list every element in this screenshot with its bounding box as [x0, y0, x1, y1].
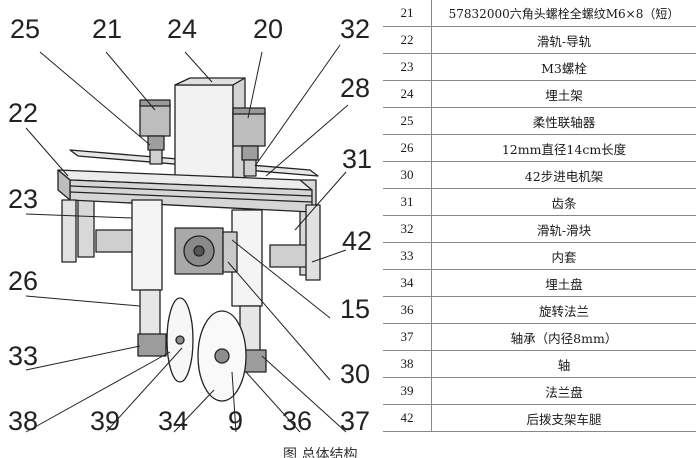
callout-39: 39 [90, 406, 120, 436]
part-number: 31 [383, 189, 432, 216]
center-stepper-motor [175, 228, 237, 274]
part-description: 埋土盘 [432, 270, 696, 297]
part-number: 26 [383, 135, 432, 162]
callout-37: 37 [340, 406, 370, 436]
callout-24: 24 [167, 14, 197, 44]
part-number: 23 [383, 54, 432, 81]
part-description: 旋转法兰 [432, 297, 696, 324]
callout-20: 20 [253, 14, 283, 44]
assembly-drawing: 25 21 24 20 32 28 22 31 23 42 26 15 33 3… [0, 0, 383, 455]
callout-30: 30 [340, 359, 370, 389]
callout-32: 32 [340, 14, 370, 44]
callout-25: 25 [10, 14, 40, 44]
part-description: 12mm直径14cm长度 [432, 135, 696, 162]
callout-31: 31 [342, 144, 372, 174]
part-number: 24 [383, 81, 432, 108]
part-number: 25 [383, 108, 432, 135]
part-number: 22 [383, 27, 432, 54]
callout-23: 23 [8, 184, 38, 214]
part-number: 36 [383, 297, 432, 324]
part-description: 滑轨-导轨 [432, 27, 696, 54]
figure-caption: 图 总体结构 [283, 444, 357, 458]
part-number: 38 [383, 351, 432, 378]
callout-9: 9 [228, 406, 243, 436]
part-description: 齿条 [432, 189, 696, 216]
part-description: 轴承（内径8mm） [432, 324, 696, 351]
part-number: 42 [383, 405, 432, 432]
part-description: M3螺栓 [432, 54, 696, 81]
part-description: 埋土架 [432, 81, 696, 108]
callout-22: 22 [8, 98, 38, 128]
callout-28: 28 [340, 73, 370, 103]
callout-36: 36 [282, 406, 312, 436]
part-number: 30 [383, 162, 432, 189]
part-description: 内套 [432, 243, 696, 270]
part-number: 39 [383, 378, 432, 405]
callout-15: 15 [340, 294, 370, 324]
part-description: 法兰盘 [432, 378, 696, 405]
part-description: 57832000六角头螺栓全螺纹M6×8（短） [432, 0, 696, 27]
part-description: 42步进电机架 [432, 162, 696, 189]
front-guide-rail [58, 170, 312, 212]
callout-33: 33 [8, 341, 38, 371]
callout-26: 26 [8, 266, 38, 296]
part-description: 后拨支架车腿 [432, 405, 696, 432]
part-number: 37 [383, 324, 432, 351]
part-description: 轴 [432, 351, 696, 378]
part-number: 21 [383, 0, 432, 27]
part-description: 滑轨-滑块 [432, 216, 696, 243]
part-description: 柔性联轴器 [432, 108, 696, 135]
part-number: 33 [383, 243, 432, 270]
callout-42: 42 [342, 226, 372, 256]
callout-38: 38 [8, 406, 38, 436]
part-number: 34 [383, 270, 432, 297]
callout-21: 21 [92, 14, 122, 44]
callout-34: 34 [158, 406, 188, 436]
part-number: 32 [383, 216, 432, 243]
soil-discs [167, 298, 246, 401]
